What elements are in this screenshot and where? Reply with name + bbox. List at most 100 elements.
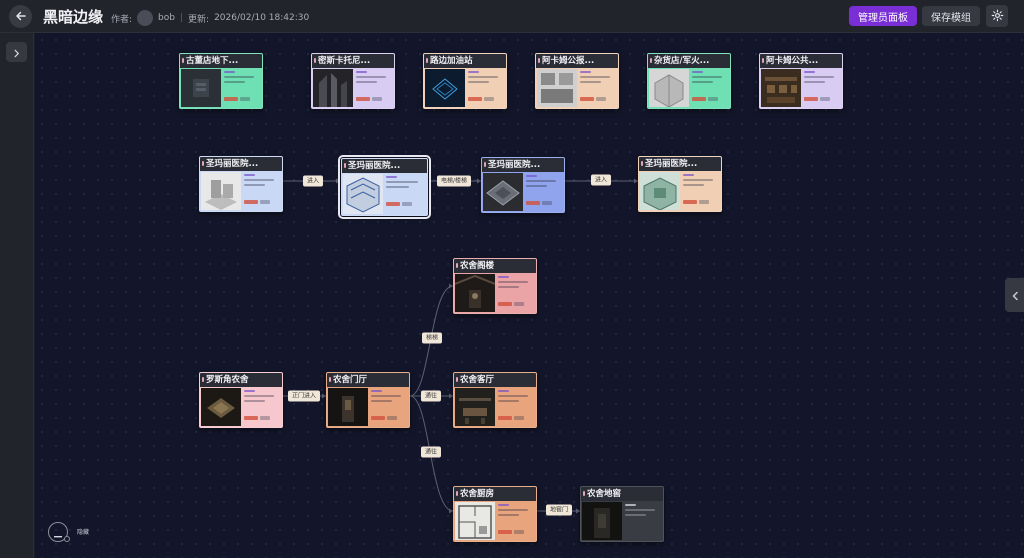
- node-thumbnail: [640, 172, 680, 210]
- node-thumbnail: [649, 69, 689, 107]
- zoom-out-button[interactable]: [48, 522, 68, 542]
- node-thumbnail: [761, 69, 801, 107]
- scene-node[interactable]: 路边加油站: [423, 53, 507, 109]
- node-title: 密斯卡托尼...: [312, 54, 394, 68]
- node-details: [356, 71, 391, 105]
- arrow-left-icon: [15, 7, 27, 26]
- node-title: 罗斯角农舍: [200, 373, 282, 387]
- updated-label: 更新:: [188, 14, 210, 25]
- node-title: 农舍客厅: [454, 373, 536, 387]
- page-title: 黑暗边缘: [43, 8, 104, 26]
- node-title: 圣玛丽医院...: [200, 157, 282, 171]
- chevron-left-icon: [1011, 286, 1019, 305]
- zoom-indicator: [64, 536, 70, 542]
- node-title: 圣玛丽医院...: [482, 158, 564, 172]
- expand-sidebar-button[interactable]: [6, 42, 27, 62]
- scene-node[interactable]: 圣玛丽医院...: [199, 156, 283, 212]
- save-module-button[interactable]: 保存模组: [922, 6, 980, 26]
- node-body: [200, 387, 282, 427]
- scene-node[interactable]: 农舍客厅: [453, 372, 537, 428]
- node-details: [498, 504, 533, 538]
- scene-node[interactable]: 阿卡姆公报...: [535, 53, 619, 109]
- node-title: 杂货店/军火...: [648, 54, 730, 68]
- node-details: [244, 390, 279, 424]
- scene-node[interactable]: 阿卡姆公共...: [759, 53, 843, 109]
- node-title: 农舍门厅: [327, 373, 409, 387]
- scene-node[interactable]: 古董店地下...: [179, 53, 263, 109]
- node-thumbnail: [455, 388, 495, 426]
- node-details: [371, 390, 406, 424]
- node-thumbnail: [582, 502, 622, 540]
- admin-panel-button[interactable]: 管理员面板: [849, 6, 917, 26]
- edge-label[interactable]: 通往: [420, 390, 442, 402]
- node-thumbnail: [313, 69, 353, 107]
- scene-node[interactable]: 圣玛丽医院...: [481, 157, 565, 213]
- node-thumbnail: [181, 69, 221, 107]
- node-details: [224, 71, 259, 105]
- node-body: [342, 173, 427, 215]
- node-details: [683, 174, 718, 208]
- scene-node[interactable]: 农舍地窖: [580, 486, 664, 542]
- back-button[interactable]: [9, 5, 32, 28]
- node-thumbnail: [483, 173, 523, 211]
- node-title: 阿卡姆公共...: [760, 54, 842, 68]
- left-sidebar: [0, 33, 34, 558]
- node-body: [639, 171, 721, 211]
- node-body: [312, 68, 394, 108]
- node-title: 路边加油站: [424, 54, 506, 68]
- node-title: 农舍阁楼: [454, 259, 536, 273]
- node-body: [760, 68, 842, 108]
- edge-label[interactable]: 进入: [302, 175, 324, 187]
- author-name: bob: [158, 13, 175, 23]
- gear-icon: [991, 7, 1004, 26]
- node-thumbnail: [537, 69, 577, 107]
- scene-node[interactable]: 农舍厨房: [453, 486, 537, 542]
- edge-label[interactable]: 通往: [420, 446, 442, 458]
- node-details: [804, 71, 839, 105]
- settings-button[interactable]: [986, 5, 1008, 27]
- node-body: [581, 501, 663, 541]
- node-thumbnail: [201, 388, 241, 426]
- node-title: 农舍厨房: [454, 487, 536, 501]
- zoom-icon: [54, 523, 62, 542]
- node-details: [526, 175, 561, 209]
- node-title: 阿卡姆公报...: [536, 54, 618, 68]
- edge-label[interactable]: 进入: [590, 174, 612, 186]
- node-title: 农舍地窖: [581, 487, 663, 501]
- edge-label[interactable]: 正门进入: [287, 390, 321, 402]
- node-details: [386, 176, 424, 212]
- node-title: 圣玛丽医院...: [639, 157, 721, 171]
- node-details: [625, 504, 660, 538]
- meta-separator: |: [179, 13, 184, 23]
- node-thumbnail: [201, 172, 241, 210]
- scene-node[interactable]: 罗斯角农舍: [199, 372, 283, 428]
- node-details: [580, 71, 615, 105]
- edge-label[interactable]: 梯梯: [421, 332, 443, 344]
- scene-node[interactable]: 密斯卡托尼...: [311, 53, 395, 109]
- node-details: [244, 174, 279, 208]
- scene-node[interactable]: 圣玛丽医院...: [638, 156, 722, 212]
- node-thumbnail: [425, 69, 465, 107]
- module-meta: 作者: bob | 更新: 2026/02/10 18:42:30: [111, 10, 309, 26]
- hide-toggle[interactable]: 隐藏: [77, 529, 90, 536]
- node-thumbnail: [455, 502, 495, 540]
- node-title: 古董店地下...: [180, 54, 262, 68]
- node-body: [200, 171, 282, 211]
- node-body: [648, 68, 730, 108]
- scene-node[interactable]: 农舍阁楼: [453, 258, 537, 314]
- node-details: [468, 71, 503, 105]
- collapse-right-panel-button[interactable]: [1005, 278, 1024, 312]
- node-details: [498, 276, 533, 310]
- node-title: 圣玛丽医院...: [342, 159, 427, 173]
- avatar: [137, 10, 154, 26]
- scene-node-selected[interactable]: 圣玛丽医院...: [338, 155, 431, 219]
- node-body: [454, 501, 536, 541]
- edge-label[interactable]: 电梯/楼梯: [436, 175, 472, 187]
- node-body: [536, 68, 618, 108]
- edge-label[interactable]: 地窖门: [545, 504, 573, 516]
- scene-node[interactable]: 杂货店/军火...: [647, 53, 731, 109]
- author-label: 作者:: [111, 14, 133, 25]
- scene-node[interactable]: 农舍门厅: [326, 372, 410, 428]
- node-body: [454, 387, 536, 427]
- updated-time: 2026/02/10 18:42:30: [214, 13, 310, 23]
